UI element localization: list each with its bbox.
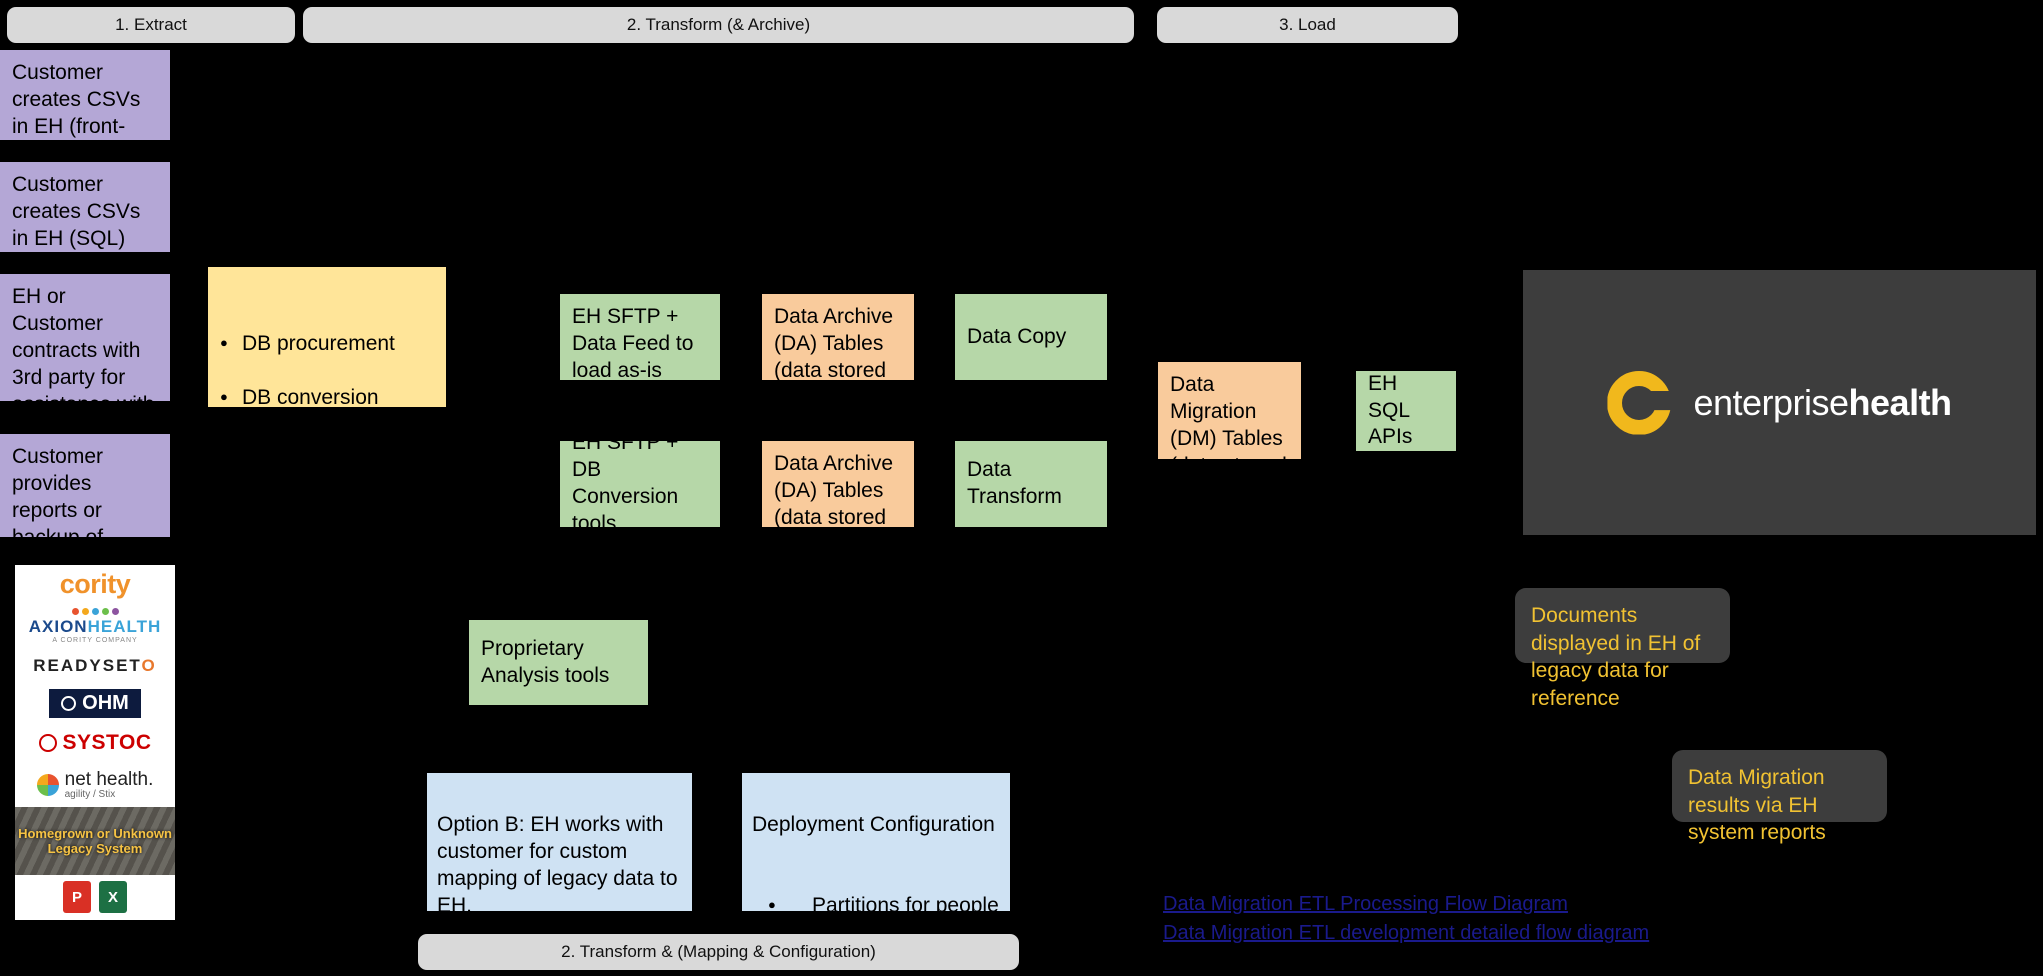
transform-box-data-archive-tables-1[interactable]: Data Archive (DA) Tables (data stored lo… [762,294,914,380]
note-documents-displayed: Documents displayed in EH of legacy data… [1515,588,1730,710]
mapping-option-b-box[interactable]: Option B: EH works with customer for cus… [427,773,692,911]
link-etl-development-detailed-flow-diagram[interactable]: Data Migration ETL development detailed … [1163,922,1650,944]
logo-readyset: READYSETO [15,648,175,684]
third-party-assistance-list: DB procurement DB conversion Data mappin… [216,304,436,407]
transform-box-sftp-db-conversion[interactable]: EH SFTP + DB Conversion tools [560,441,720,527]
link-etl-processing-flow-diagram[interactable]: Data Migration ETL Processing Flow Diagr… [1163,893,1568,915]
phase-bar-transform-mapping-label: 2. Transform & (Mapping & Configuration) [561,942,876,961]
logo-axion-b: HEALTH [87,617,162,637]
logo-cority: cority [15,565,175,605]
list-item: DB conversion [216,385,436,408]
phase-bar-load-label: 3. Load [1279,15,1336,34]
extract-box-third-party-etl[interactable]: EH or Customer contracts with 3rd party … [0,274,170,401]
related-diagram-links: Data Migration ETL Processing Flow Diagr… [1163,890,1649,948]
ohm-ring-icon [61,696,77,712]
logo-ohm-text: OHM [82,692,129,715]
mapping-option-b-heading: Option B: EH works with customer for cus… [437,812,678,911]
logo-readyset-text: READYSET [33,656,142,676]
legacy-system-photo: Homegrown or Unknown Legacy System [15,806,175,875]
logo-net-health: net health. agility / Stix [15,763,175,807]
transform-box-data-transform[interactable]: Data Transform [955,441,1107,527]
legacy-file-icons: P X [15,874,175,920]
load-box-data-migration-tables[interactable]: Data Migration (DM) Tables (data staged … [1158,362,1301,459]
logo-systoc-text: SYSTOC [62,731,152,755]
brand-name-light: enterprise [1693,381,1849,423]
logo-axion-a: AXION [28,617,88,637]
extract-box-legacy-reports[interactable]: Customer provides reports or backup of L… [0,434,170,537]
brand-name-bold: health [1848,381,1953,423]
phase-bar-extract-label: 1. Extract [115,15,187,34]
logo-systoc: SYSTOC [15,723,175,764]
logo-axion-health: AXIONHEALTH A CORITY COMPANY [15,604,175,649]
excel-file-icon: X [99,881,127,914]
enterprise-health-logo-panel: enterprisehealth [1523,270,2036,535]
transform-box-sftp-data-feed[interactable]: EH SFTP + Data Feed to load as-is [560,294,720,380]
logo-net-health-text: net health. [64,769,154,790]
logo-axion-tagline: A CORITY COMPANY [52,637,138,645]
deployment-configuration-list: Partitions for people Observations Healt… [752,866,1000,912]
legacy-system-caption: Homegrown or Unknown Legacy System [18,825,172,856]
phase-bar-transform-label: 2. Transform (& Archive) [626,15,811,34]
list-item: Partitions for people [752,893,1000,912]
third-party-assistance-box[interactable]: DB procurement DB conversion Data mappin… [208,267,446,407]
transform-box-data-copy[interactable]: Data Copy [955,294,1107,380]
axion-dots-icon [71,608,119,616]
enterprise-health-mark-icon [1607,370,1672,435]
transform-box-data-archive-tables-2[interactable]: Data Archive (DA) Tables (data stored lo… [762,441,914,527]
phase-bar-transform[interactable]: 2. Transform (& Archive) [303,7,1134,43]
systoc-ul-icon [38,734,57,753]
extract-box-csv-frontend[interactable]: Customer creates CSVs in EH (front-end) … [0,50,170,140]
deployment-configuration-heading: Deployment Configuration [752,812,995,836]
note-migration-results: Data Migration results via EH system rep… [1672,750,1887,844]
pdf-file-icon: P [63,881,91,914]
logo-ohm: OHM [15,683,175,724]
list-item: DB procurement [216,331,436,358]
phase-bar-extract[interactable]: 1. Extract [7,7,295,43]
net-health-wheel-icon [36,774,59,796]
load-box-eh-sql-apis[interactable]: EH SQL APIs [1356,371,1456,451]
deployment-configuration-box[interactable]: Deployment Configuration Partitions for … [742,773,1010,911]
transform-box-proprietary-analysis-tools[interactable]: Proprietary Analysis tools [469,620,648,705]
logo-net-health-sub: agility / Stix [64,789,116,800]
legacy-systems-logo-strip: cority AXIONHEALTH A CORITY COMPANY READ… [15,565,175,920]
extract-box-csv-sql[interactable]: Customer creates CSVs in EH (SQL) API fo… [0,162,170,252]
phase-bar-transform-mapping[interactable]: 2. Transform & (Mapping & Configuration) [418,934,1019,970]
logo-readyset-o: O [141,656,157,676]
phase-bar-load[interactable]: 3. Load [1157,7,1458,43]
